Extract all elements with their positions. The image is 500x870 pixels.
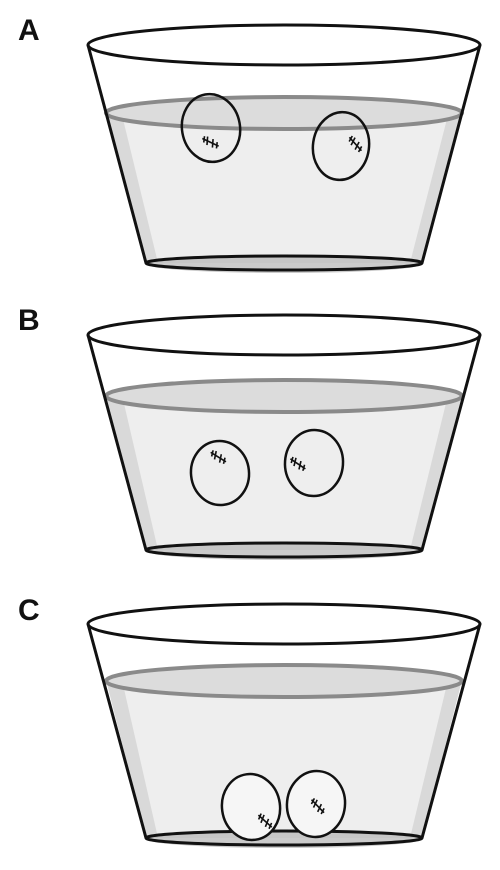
egg-outline [311,110,371,182]
egg [189,439,251,507]
panel-label: B [18,304,40,337]
water-body [106,680,462,838]
right-shadow [410,115,462,263]
water-surface [104,95,464,131]
beaker-diagram [86,23,482,273]
panel-a: A [0,0,500,290]
beaker [86,23,482,273]
beaker-rim [86,23,482,67]
beaker-walls [86,334,482,551]
egg [220,772,282,842]
water-body [106,395,462,550]
embryo-icon [289,456,306,472]
embryo-icon [348,135,363,153]
egg [311,110,371,182]
embryo-icon [310,797,325,815]
left-shadow [106,395,158,550]
beaker-diagram [86,602,482,848]
beaker-rim [86,602,482,646]
egg-outline [189,439,251,507]
beaker-rim [86,313,482,357]
egg-outline [283,428,345,498]
panel-label: C [18,594,40,627]
right-shadow [410,395,462,550]
beaker-walls [86,623,482,839]
panel-c: C [0,580,500,870]
panel-b: B [0,290,500,580]
beaker-base [144,829,424,847]
embryo-icon [201,136,219,149]
beaker-diagram [86,313,482,560]
water-body [106,115,462,263]
beaker-walls [86,44,482,264]
left-shadow [106,115,158,263]
panel-label: A [18,14,40,47]
water-surface [104,663,464,699]
embryo-icon [210,450,227,465]
left-shadow [106,680,158,838]
right-shadow [410,680,462,838]
beaker [86,602,482,848]
beaker-base [144,541,424,559]
embryo-icon [257,813,273,830]
beaker [86,313,482,560]
egg-outline [220,772,282,842]
beaker-base [144,254,424,272]
egg-outline [180,92,242,164]
egg [285,769,347,839]
egg [283,428,345,498]
egg [180,92,242,164]
water-surface [104,378,464,414]
